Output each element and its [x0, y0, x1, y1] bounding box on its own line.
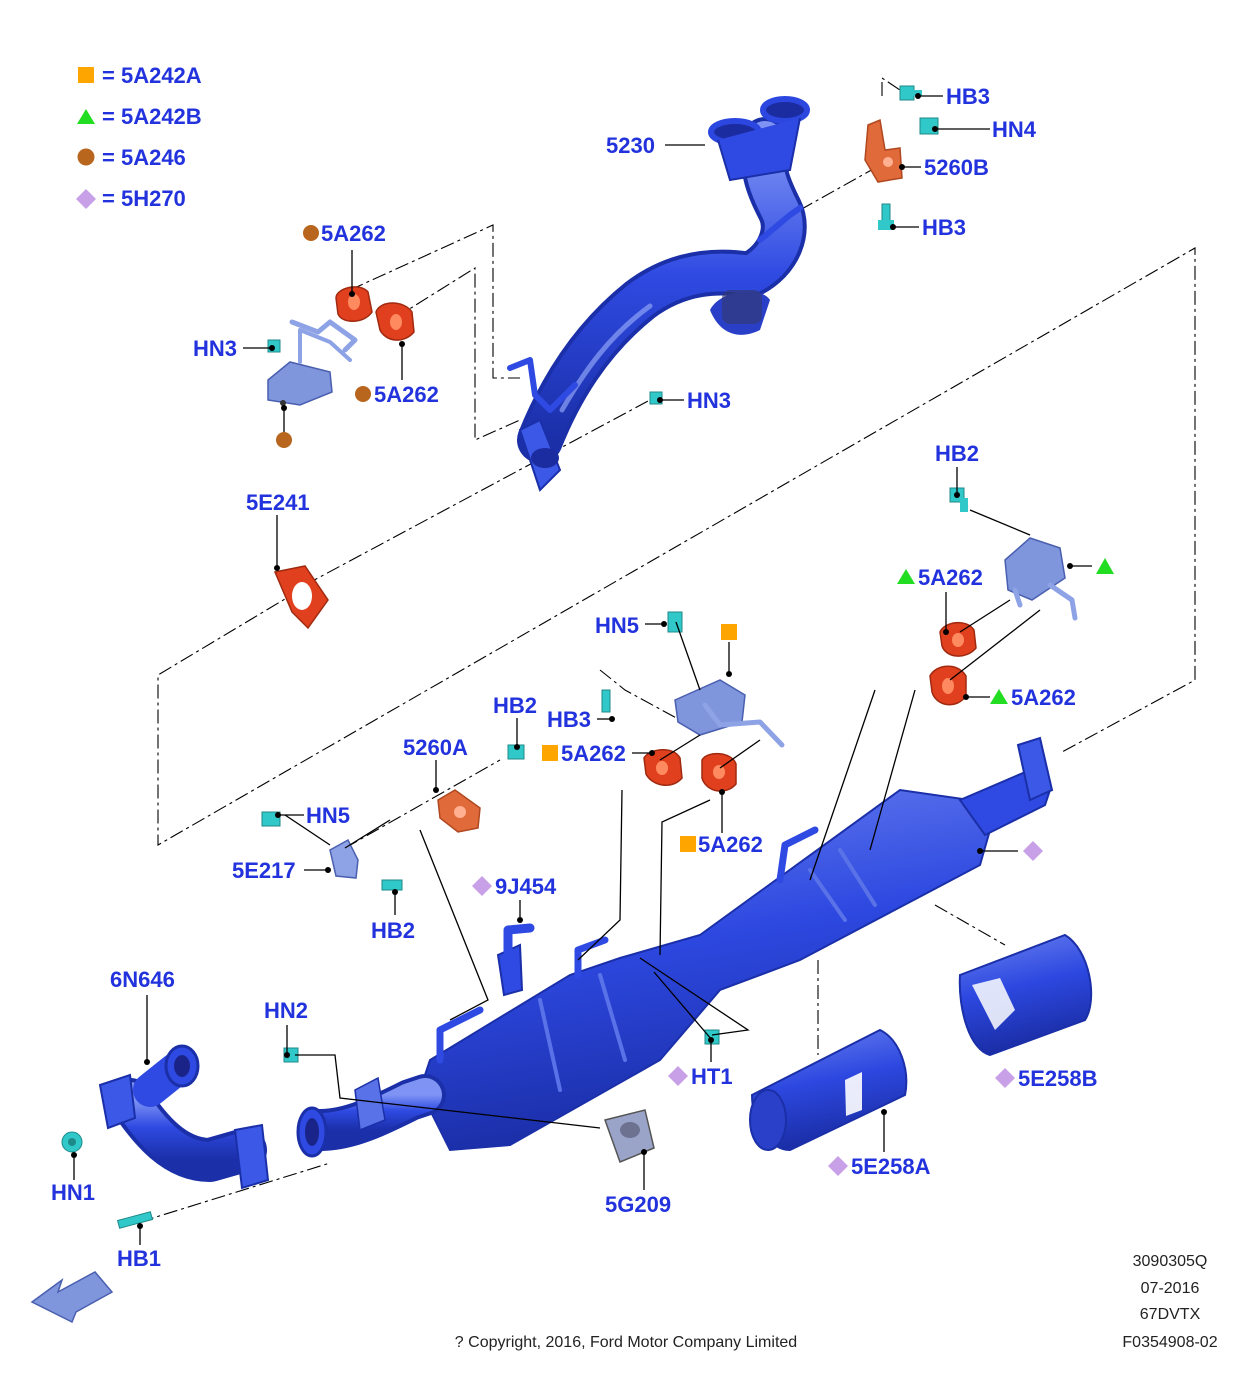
label-5a262-tri2: 5A262: [1011, 685, 1076, 710]
part-labels: 5230 HB3 HN4 5260B HB3 5A262 HN3 5A262 H…: [51, 84, 1098, 1271]
triangle-marker-icon: [897, 569, 915, 584]
label-5a262-sq1: 5A262: [561, 741, 626, 766]
diamond-marker-icon: [472, 876, 492, 896]
label-5a262-sq2: 5A262: [698, 832, 763, 857]
bracket-5260b: [864, 118, 903, 183]
bolt-hb3-mid-icon: [878, 203, 894, 230]
square-marker-icon: [680, 836, 696, 852]
label-5e258b: 5E258B: [1018, 1066, 1098, 1091]
label-hb2-right: HB2: [935, 441, 979, 466]
square-marker-icon: [542, 745, 558, 761]
fasteners: [61, 85, 968, 1229]
label-5a262-tri1: 5A262: [918, 565, 983, 590]
label-5e241: 5E241: [246, 490, 310, 515]
catalyst-dpf-assembly: [296, 736, 1054, 1158]
hanger-bracket-middle: [674, 679, 785, 748]
label-5a262-tl: 5A262: [321, 221, 386, 246]
assembly-lines: [139, 76, 1196, 1223]
circle-marker-icon: [355, 386, 371, 402]
model-code: 67DVTX: [1140, 1306, 1201, 1323]
label-5260b: 5260B: [924, 155, 989, 180]
diamond-marker-icon: [1023, 841, 1043, 861]
gasket-5e241: [273, 565, 329, 630]
label-hn5-mid: HN5: [595, 613, 639, 638]
circle-marker-icon: [276, 432, 292, 448]
label-hb2-mid: HB2: [493, 693, 537, 718]
label-hb3-top: HB3: [946, 84, 990, 109]
bolt-hb2-left-icon: [381, 879, 403, 891]
label-ht1: HT1: [691, 1064, 733, 1089]
legend-item-5h270: = 5H270: [102, 186, 186, 211]
callout-symbols: [276, 225, 1114, 1176]
legend: = 5A242A = 5A242B = 5A246 = 5H270: [76, 63, 202, 211]
footer: 3090305Q 07-2016 67DVTX F0354908-02 ? Co…: [455, 1253, 1218, 1351]
tailpipe-5230: [507, 96, 810, 492]
diamond-marker-icon: [995, 1068, 1015, 1088]
diamond-marker-icon: [828, 1156, 848, 1176]
isolator-5a262-sq2: [701, 752, 737, 792]
legend-square-icon: [78, 67, 94, 83]
downpipe-6n646: [98, 1044, 270, 1190]
legend-item-5a242a: = 5A242A: [102, 63, 202, 88]
isolator-5a262-tri2: [929, 665, 967, 706]
label-5260a: 5260A: [403, 735, 468, 760]
drawing-date: 07-2016: [1141, 1280, 1200, 1297]
label-5e217: 5E217: [232, 858, 296, 883]
nut-hn5-mid-icon: [667, 611, 683, 633]
square-marker-icon: [721, 624, 737, 640]
isolator-5a262-tl2: [375, 302, 415, 341]
label-hb1: HB1: [117, 1246, 161, 1271]
label-5230: 5230: [606, 133, 655, 158]
copyright-notice: ? Copyright, 2016, Ford Motor Company Li…: [455, 1334, 797, 1351]
diamond-marker-icon: [668, 1066, 688, 1086]
label-hn3-mid: HN3: [687, 388, 731, 413]
label-hb2-left: HB2: [371, 918, 415, 943]
label-5e258a: 5E258A: [851, 1154, 931, 1179]
isolator-5a262-tri1: [939, 621, 977, 657]
nut-hn1-icon: [61, 1131, 83, 1153]
label-5g209: 5G209: [605, 1192, 671, 1217]
circle-marker-icon: [303, 225, 319, 241]
bracket-5260a: [437, 789, 481, 833]
label-hn2: HN2: [264, 998, 308, 1023]
label-hb3-low: HB3: [547, 707, 591, 732]
label-hn5-left: HN5: [306, 803, 350, 828]
label-hn1: HN1: [51, 1180, 95, 1205]
front-direction-arrow-icon: [30, 1271, 114, 1324]
triangle-marker-icon: [990, 689, 1008, 704]
legend-triangle-icon: [77, 109, 95, 124]
leader-lines: [71, 93, 1092, 1245]
legend-item-5a246: = 5A246: [102, 145, 186, 170]
label-9j454: 9J454: [495, 874, 557, 899]
isolator-5a262-sq1: [643, 749, 683, 786]
bolt-hb3-low-icon: [601, 689, 611, 713]
legend-circle-icon: [77, 148, 95, 166]
triangle-marker-icon: [1096, 558, 1114, 574]
label-hn3-left: HN3: [193, 336, 237, 361]
isolator-5a262-tl1: [335, 286, 373, 322]
hanger-bracket-right: [1004, 537, 1078, 621]
label-6n646: 6N646: [110, 967, 175, 992]
bracket-5e217: [329, 838, 359, 879]
legend-diamond-icon: [76, 189, 96, 209]
heat-shield-5e258a: [749, 1028, 908, 1152]
bolt-hb1-icon: [116, 1211, 154, 1229]
bolt-hb2-right-icon: [949, 487, 968, 512]
drawing-code: 3090305Q: [1133, 1253, 1208, 1270]
heat-shield-5e258b: [958, 933, 1093, 1057]
label-hn4: HN4: [992, 117, 1037, 142]
figure-number: F0354908-02: [1122, 1334, 1217, 1351]
bolt-hb3-top-icon: [899, 85, 922, 101]
label-hb3-mid: HB3: [922, 215, 966, 240]
hanger-bracket-left: [267, 319, 358, 406]
legend-item-5a242b: = 5A242B: [102, 104, 202, 129]
sensor-5g209: [604, 1109, 655, 1163]
label-5a262-tl2: 5A262: [374, 382, 439, 407]
